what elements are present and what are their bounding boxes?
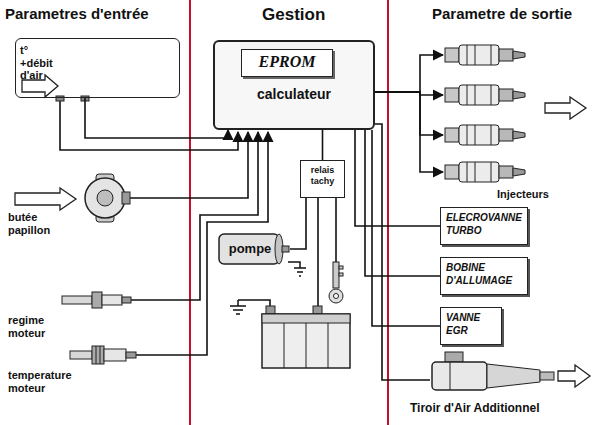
column-heading: Parametre de sortie [432,5,572,22]
output-arrow [558,365,590,387]
temperature-sensor [70,346,136,364]
node-text: relais tachy [311,165,335,187]
output-arrow [545,97,586,119]
relay-box: relais tachy [300,160,345,198]
ecu-box: calculateur EPROM [213,40,375,130]
part-label: butée papillon [8,211,50,236]
node-text: EPROM [248,53,326,71]
air-slide-valve [432,352,554,390]
output-box: VANNE EGR [440,307,502,345]
injector [445,45,525,182]
part-label: Tiroir d'Air Additionnel [410,402,540,416]
column-heading: Gestion [262,5,325,25]
column-divider [387,0,389,425]
battery [262,306,350,368]
wire-connector [372,130,440,326]
rpm-sensor [62,292,131,308]
output-box: BOBINE D'ALLUMAGE [440,257,528,295]
wire-connector [85,98,228,138]
node-text: pompe [224,241,276,256]
eprom-box: EPROM [241,49,333,77]
node-text: t°+débit d'air [20,44,53,82]
part-label: temperature moteur [8,369,72,394]
input-wires [60,98,268,355]
part-label: Injecteurs [497,188,549,201]
column-heading: Parametres d'entrée [5,5,149,22]
wire-connector [322,130,324,160]
part-label: regime moteur [8,314,45,339]
output-box: ELECROVANNE TURBO [440,207,528,245]
node-text: calculateur [219,86,369,102]
ignition-key [329,262,343,303]
connector-pins [56,96,89,101]
column-divider [189,0,191,425]
wire-connector [290,198,306,249]
node-text: VANNE EGR [446,312,480,337]
fuel-pump: pompe [218,232,290,266]
node-text: ELECROVANNE TURBO [446,212,522,237]
airflow-sensor-box: t°+débit d'air [15,38,180,98]
ground-symbol [230,262,306,314]
wire-connector [355,130,440,226]
node-text: BOBINE D'ALLUMAGE [446,262,512,287]
wire-connector [365,130,440,276]
